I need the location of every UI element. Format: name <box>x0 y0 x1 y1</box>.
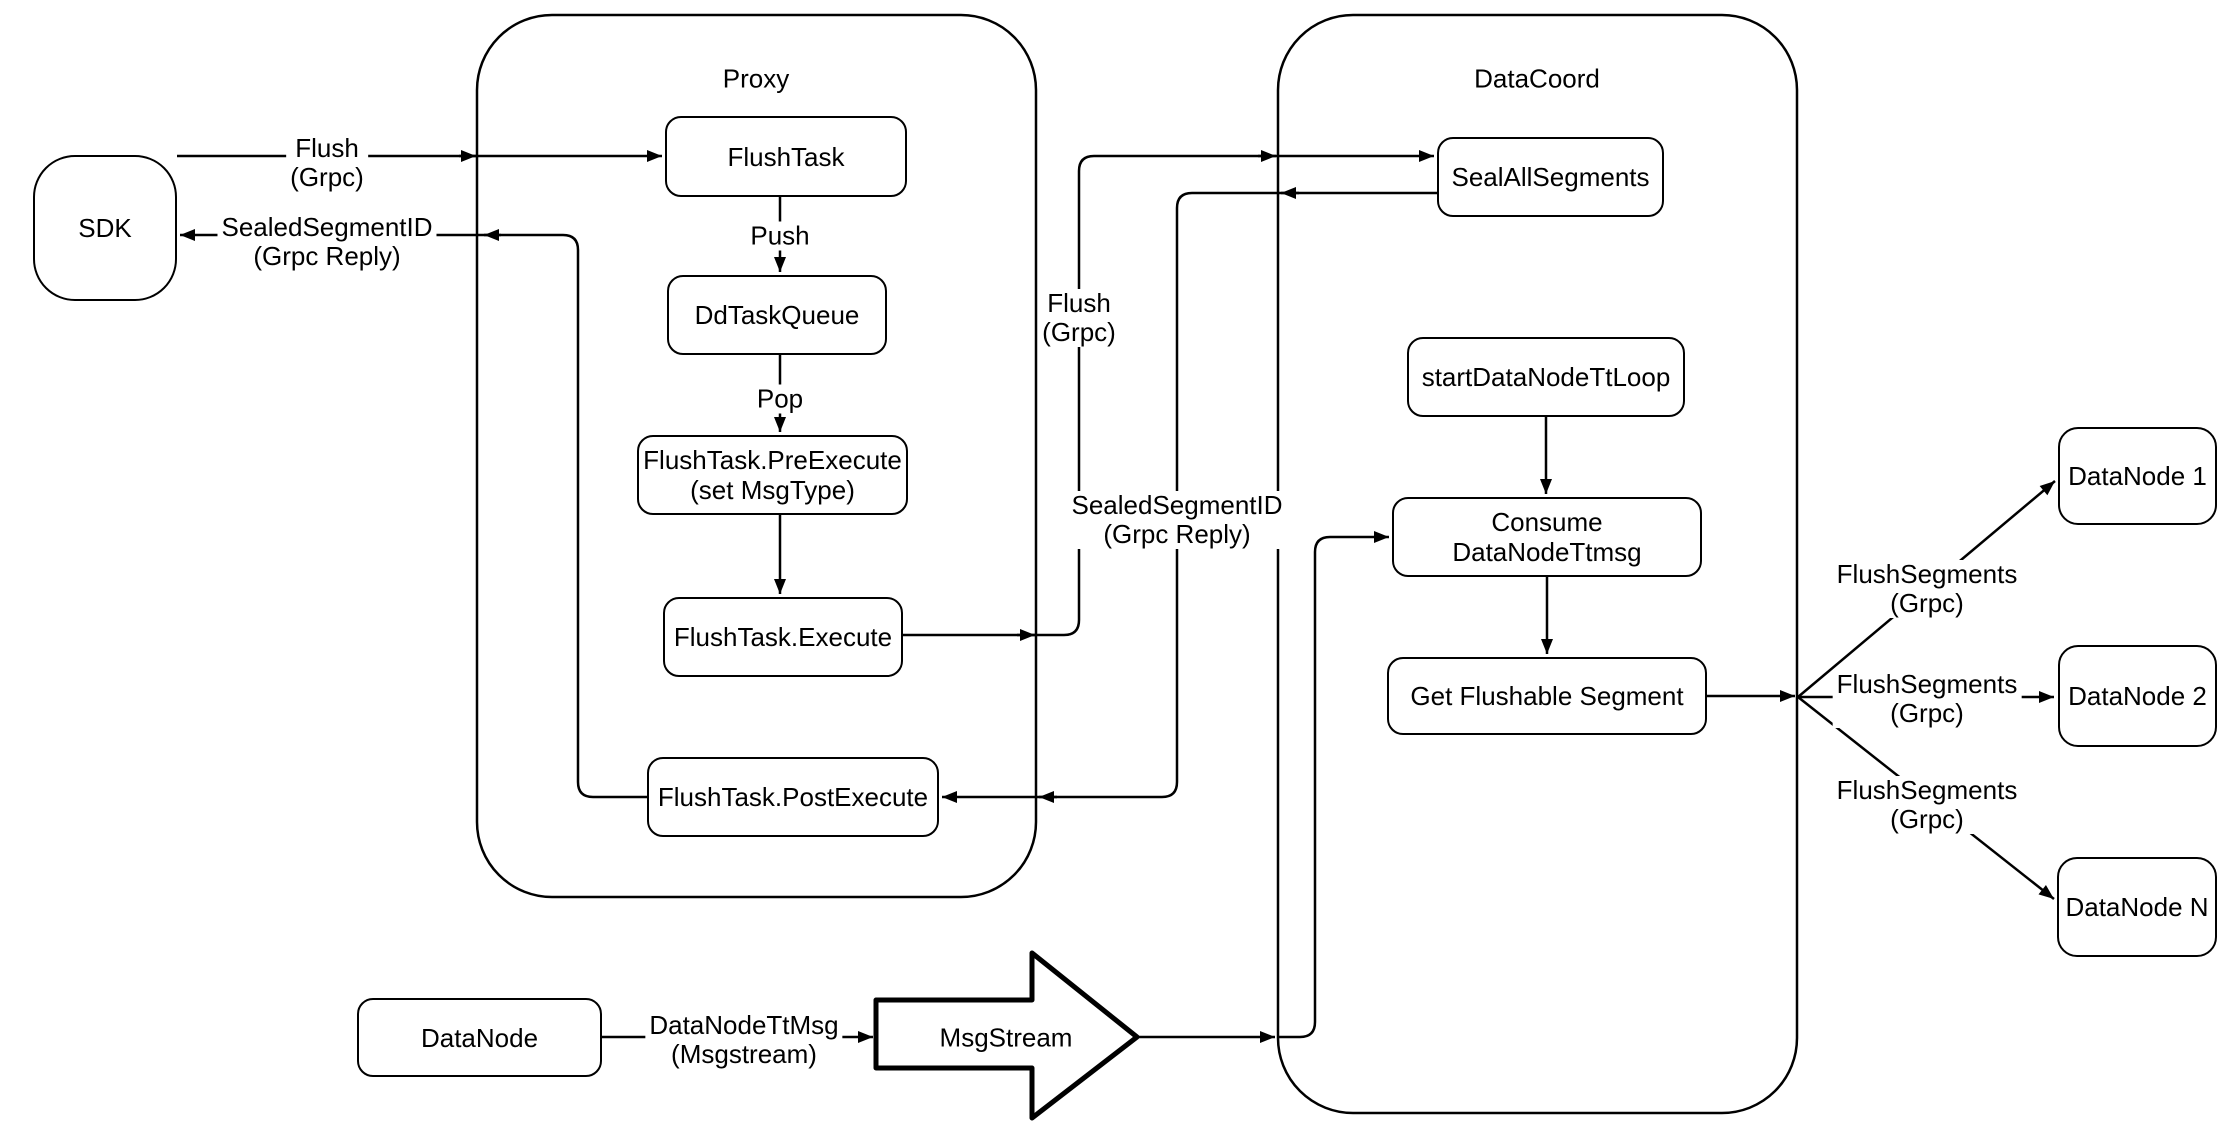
node-get-flushable-segment: Get Flushable Segment <box>1387 657 1707 735</box>
node-postexecute: FlushTask.PostExecute <box>647 757 939 837</box>
edge-label-flushsegments-3: FlushSegments (Grpc) <box>1832 776 2022 834</box>
node-datanode-n: DataNode N <box>2057 857 2217 957</box>
edge-label-sealed-mid: SealedSegmentID (Grpc Reply) <box>1067 491 1287 549</box>
proxy-container <box>475 13 1038 899</box>
edge-label-datanodettmsg-line1: DataNodeTtMsg <box>645 1011 843 1040</box>
edge-label-sealed-mid-line1: SealedSegmentID <box>1067 491 1287 520</box>
edge-label-sealed-sdk-line1: SealedSegmentID <box>217 213 437 242</box>
edge-label-flush-mid-line1: Flush <box>1038 289 1120 318</box>
node-ddtaskqueue: DdTaskQueue <box>667 275 887 355</box>
edge-label-sealed-sdk: SealedSegmentID (Grpc Reply) <box>217 213 437 271</box>
edge-label-sealed-sdk-line2: (Grpc Reply) <box>217 242 437 271</box>
edge-label-flushsegments-2-line2: (Grpc) <box>1832 699 2022 728</box>
node-startdatanodettloop: startDataNodeTtLoop <box>1407 337 1685 417</box>
node-datanode-2: DataNode 2 <box>2058 645 2217 747</box>
edge-label-pop: Pop <box>752 384 808 414</box>
datacoord-container <box>1276 13 1799 1115</box>
edge-label-datanodettmsg-line2: (Msgstream) <box>645 1040 843 1069</box>
edge-execute-to-seal <box>903 150 1434 637</box>
proxy-title: Proxy <box>722 63 790 94</box>
edge-label-flush-sdk-line1: Flush <box>286 134 368 163</box>
node-preexecute-line1: FlushTask.PreExecute <box>643 445 902 475</box>
edge-label-flushsegments-3-line2: (Grpc) <box>1832 805 2022 834</box>
node-preexecute-line2: (set MsgType) <box>690 475 855 505</box>
edge-label-datanodettmsg: DataNodeTtMsg (Msgstream) <box>645 1011 843 1069</box>
edge-label-flush-mid: Flush (Grpc) <box>1038 289 1120 347</box>
node-preexecute: FlushTask.PreExecute (set MsgType) <box>637 435 908 515</box>
edge-label-flushsegments-2: FlushSegments (Grpc) <box>1832 670 2022 728</box>
msgstream-arrow-shape <box>873 950 1140 1121</box>
node-datanode-source: DataNode <box>357 998 602 1077</box>
msgstream-label: MsgStream <box>939 1022 1073 1053</box>
edge-label-flush-mid-line2: (Grpc) <box>1038 318 1120 347</box>
edge-label-push-text: Push <box>746 221 814 251</box>
edge-label-flush-sdk-line2: (Grpc) <box>286 163 368 192</box>
edge-label-flushsegments-1: FlushSegments (Grpc) <box>1832 560 2022 618</box>
datacoord-title: DataCoord <box>1474 63 1600 94</box>
edge-label-flushsegments-1-line2: (Grpc) <box>1832 589 2022 618</box>
edge-label-flushsegments-1-line1: FlushSegments <box>1832 560 2022 589</box>
node-sealallsegments: SealAllSegments <box>1437 137 1664 217</box>
edge-msgstream-to-consume <box>1278 531 1389 1039</box>
node-sdk: SDK <box>33 155 177 301</box>
node-consume-datanodettmsg: Consume DataNodeTtmsg <box>1392 497 1702 577</box>
edge-postexecute-to-sdk <box>180 229 647 799</box>
edge-label-pop-text: Pop <box>752 384 808 414</box>
node-execute: FlushTask.Execute <box>663 597 903 677</box>
edge-label-flushsegments-3-line1: FlushSegments <box>1832 776 2022 805</box>
node-datanode-1: DataNode 1 <box>2058 427 2217 525</box>
edge-label-push: Push <box>746 221 814 251</box>
edge-label-sealed-mid-line2: (Grpc Reply) <box>1067 520 1287 549</box>
edge-label-flushsegments-2-line1: FlushSegments <box>1832 670 2022 699</box>
node-flushtask: FlushTask <box>665 116 907 197</box>
edge-label-flush-sdk: Flush (Grpc) <box>286 134 368 192</box>
